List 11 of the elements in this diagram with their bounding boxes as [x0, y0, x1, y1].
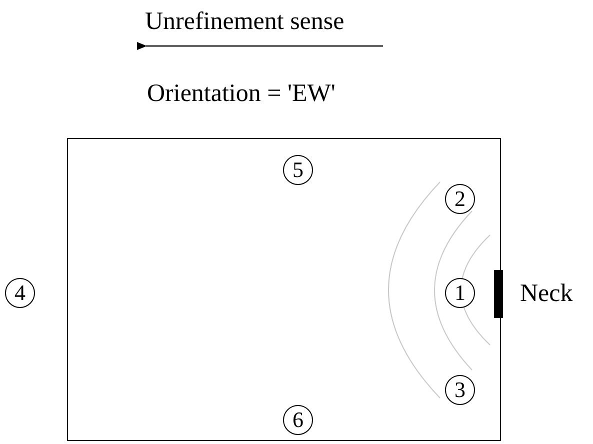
- part-label: Neck: [520, 280, 573, 308]
- numbered-circle: 6: [283, 405, 313, 435]
- numbered-circle: 1: [445, 278, 475, 308]
- outline-rectangle: [67, 138, 501, 441]
- numbered-circle: 2: [445, 184, 475, 214]
- orientation-label: Orientation = 'EW': [147, 80, 336, 108]
- numbered-circle: 5: [283, 155, 313, 185]
- neck-bar: [494, 270, 503, 318]
- heading: Unrefinement sense: [145, 8, 344, 36]
- numbered-circle: 3: [445, 375, 475, 405]
- numbered-circle: 4: [5, 278, 35, 308]
